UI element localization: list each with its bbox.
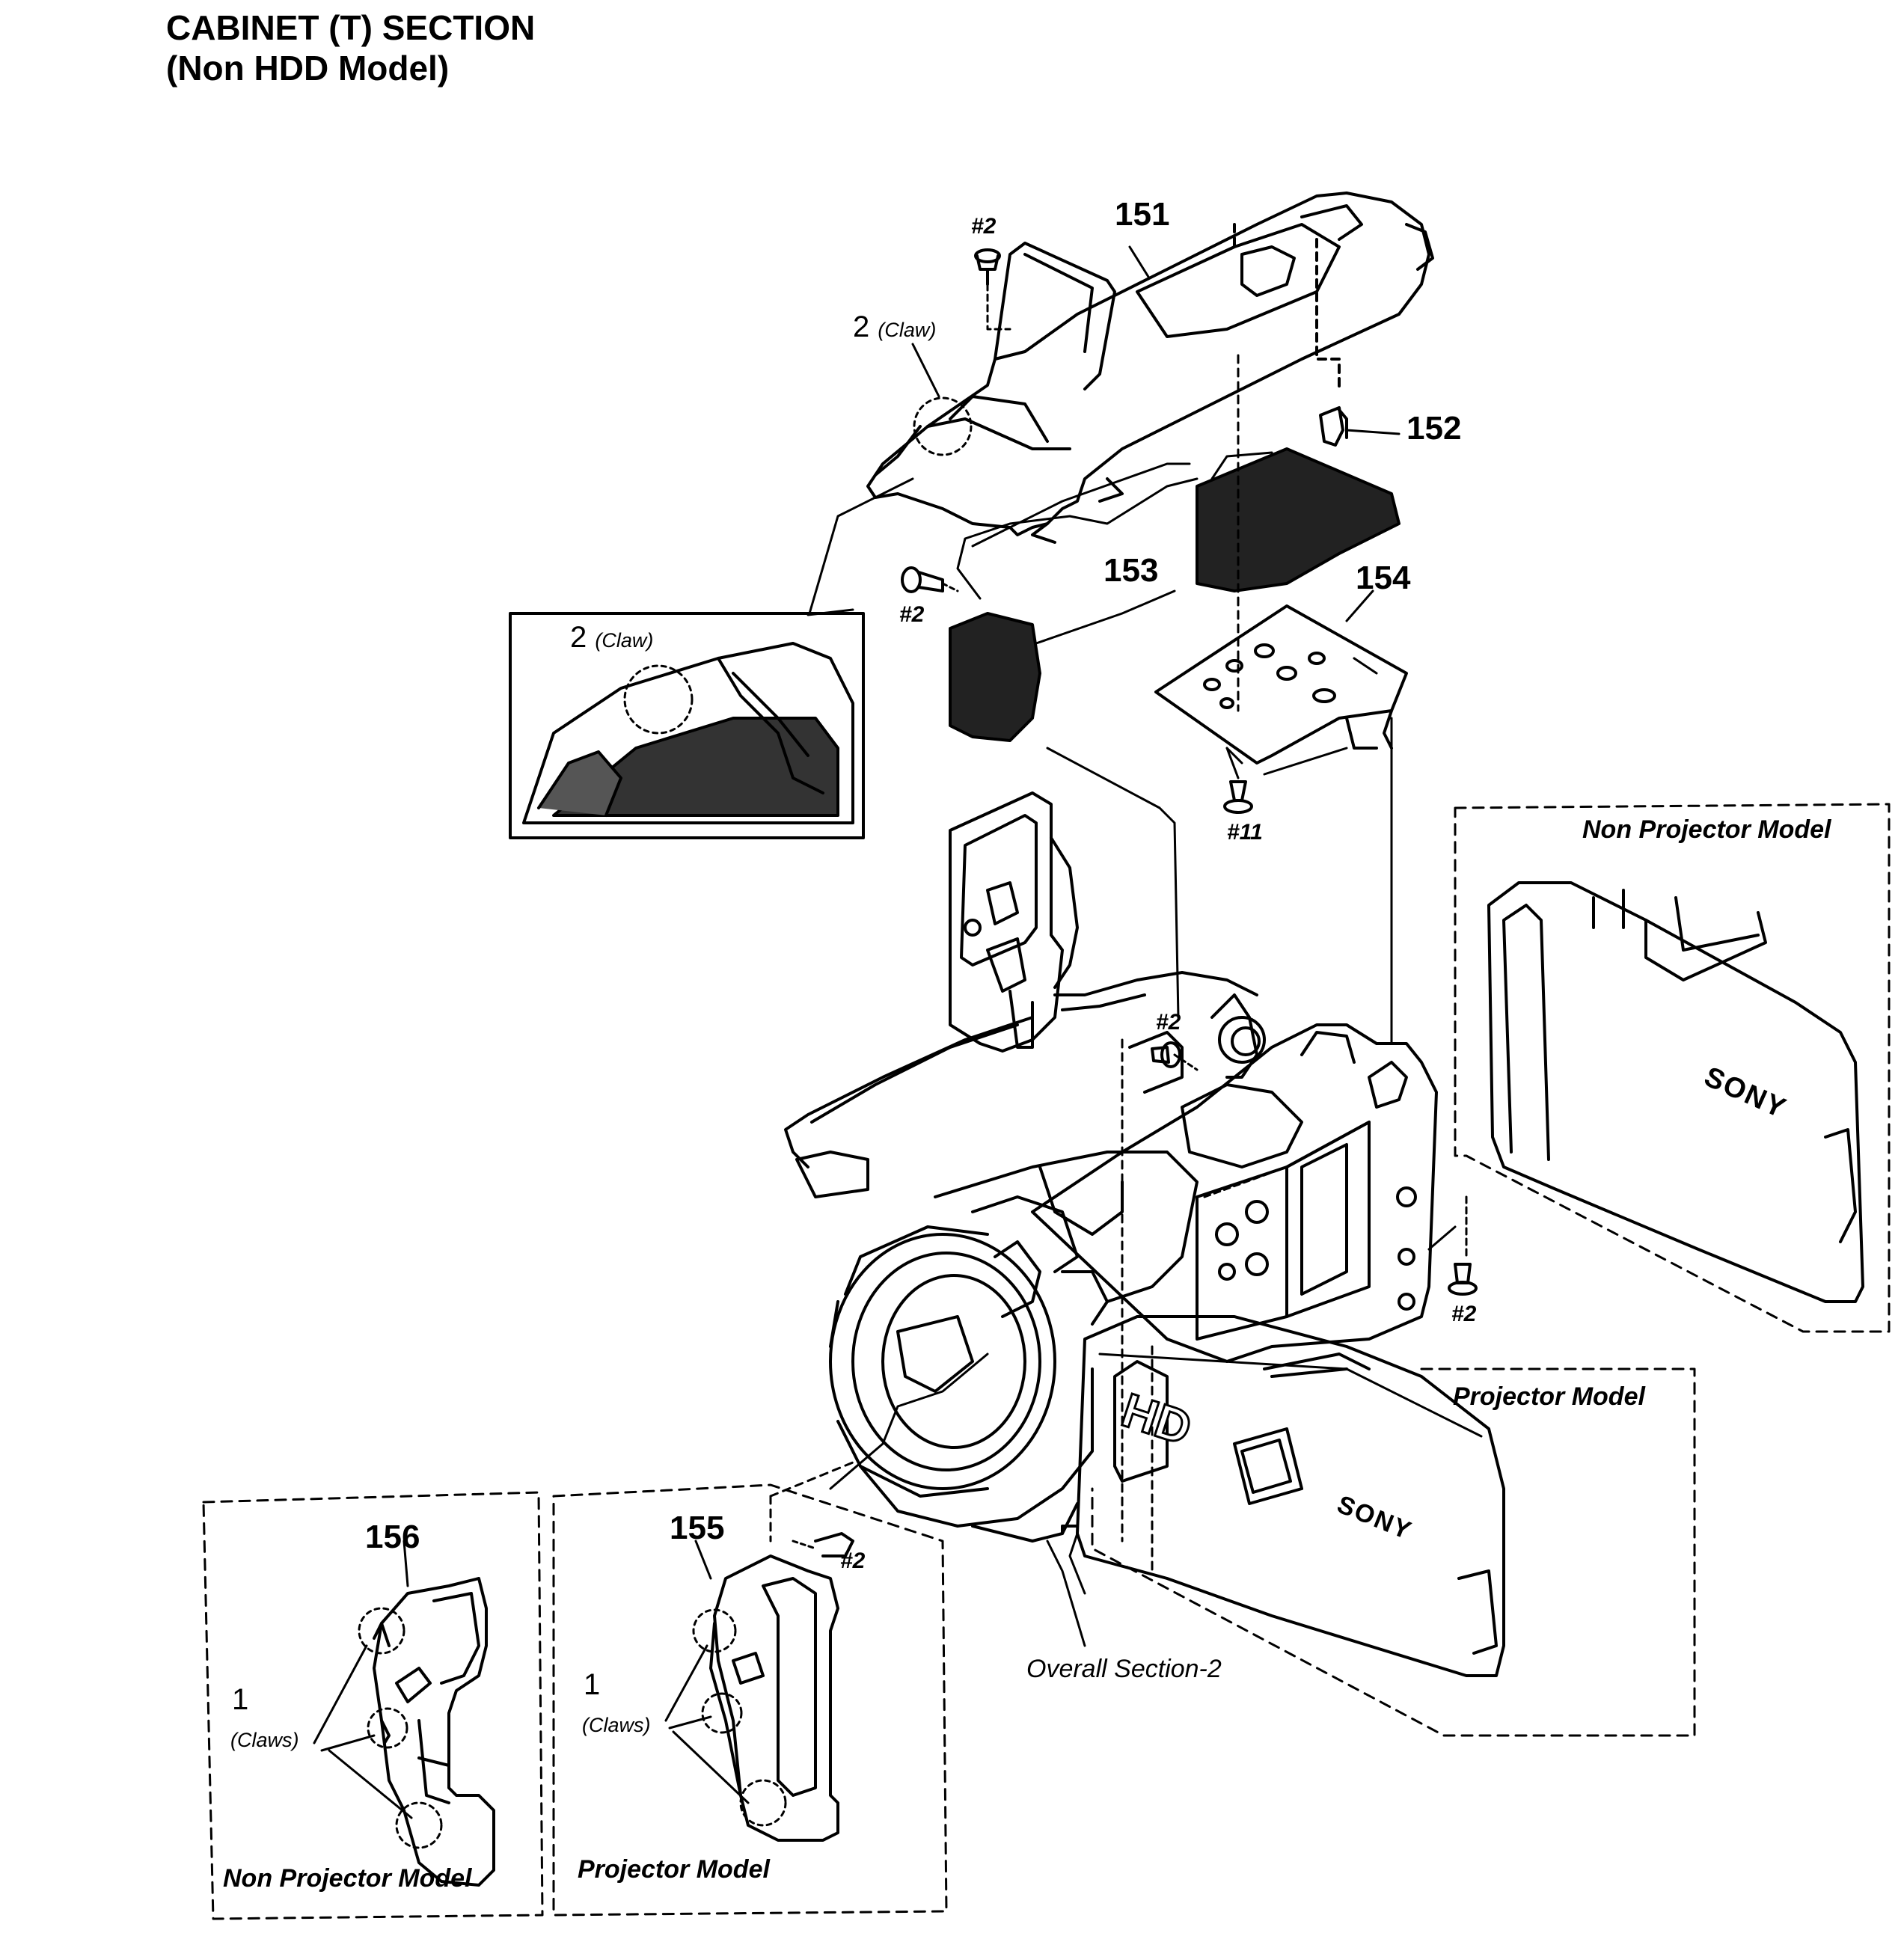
- screw-2-top-drawing: [974, 248, 1011, 331]
- claw-word-155: (Claws): [582, 1714, 651, 1736]
- part-number-152: 152: [1406, 410, 1462, 447]
- screw-label-2-left: #2: [899, 602, 925, 627]
- part-number-154: 154: [1356, 560, 1411, 596]
- screw-11-drawing: [1223, 780, 1253, 814]
- part-152-clip: [1319, 406, 1401, 447]
- claw-label-inset: 2 (Claw): [570, 621, 653, 655]
- claw-count-156: 1: [232, 1683, 249, 1716]
- part-156-grip: [313, 1540, 495, 1887]
- claw-word-inset: (Claw): [595, 629, 654, 652]
- part-number-156: 156: [365, 1519, 420, 1555]
- part-154-plate: [1154, 589, 1408, 765]
- lcd-projector-drawing: [1068, 1315, 1505, 1677]
- section-title: CABINET (T) SECTION: [166, 8, 536, 47]
- grip-non-projector-box: [202, 1491, 544, 1920]
- screw-label-2-top: #2: [971, 214, 997, 239]
- screw-2-right-drawing: [1427, 1195, 1478, 1296]
- label-lcd-projector-model: Projector Model: [1453, 1382, 1645, 1411]
- camcorder-body: [829, 993, 1438, 1572]
- claw-count-top: 2: [853, 310, 870, 343]
- grip-projector-box: [552, 1483, 948, 1917]
- inset-detail-box: [509, 477, 914, 839]
- claw-word-top: (Claw): [878, 319, 937, 341]
- lcd-non-projector-drawing: [1487, 881, 1864, 1303]
- non-projector-lcd-outline: [1454, 803, 1891, 1333]
- part-number-151: 151: [1115, 196, 1170, 233]
- label-lcd-non-projector-model: Non Projector Model: [1582, 815, 1831, 844]
- screw-2-left-drawing: [901, 566, 959, 593]
- claw-label-top: 2 (Claw): [853, 310, 936, 344]
- screw-2-mid-drawing: [1151, 1041, 1199, 1071]
- part-number-153: 153: [1103, 552, 1159, 589]
- screw-label-2-right: #2: [1451, 1302, 1477, 1326]
- part-155-grip: [664, 1532, 854, 1842]
- screw-label-2-grip: #2: [840, 1549, 866, 1573]
- part-151-top-cabinet: [866, 192, 1434, 544]
- claw-count-inset: 2: [570, 621, 587, 654]
- claw-highlight-top: [913, 396, 973, 456]
- part-number-155: 155: [670, 1510, 725, 1546]
- section-subtitle: (Non HDD Model): [166, 49, 450, 88]
- screw-label-2-mid: #2: [1156, 1010, 1181, 1035]
- part-153-switch-block: [949, 447, 1401, 1019]
- label-grip-projector-model: Projector Model: [578, 1855, 770, 1884]
- reference-overall-section-2: Overall Section-2: [1026, 1655, 1222, 1683]
- claw-count-155: 1: [584, 1668, 601, 1701]
- projector-lcd-outline: [1091, 1367, 1696, 1737]
- label-grip-non-projector-model: Non Projector Model: [223, 1864, 472, 1893]
- screw-label-11: #11: [1227, 820, 1263, 845]
- flex-circuit-assembly: [784, 791, 1258, 1198]
- claw-word-156: (Claws): [230, 1729, 299, 1751]
